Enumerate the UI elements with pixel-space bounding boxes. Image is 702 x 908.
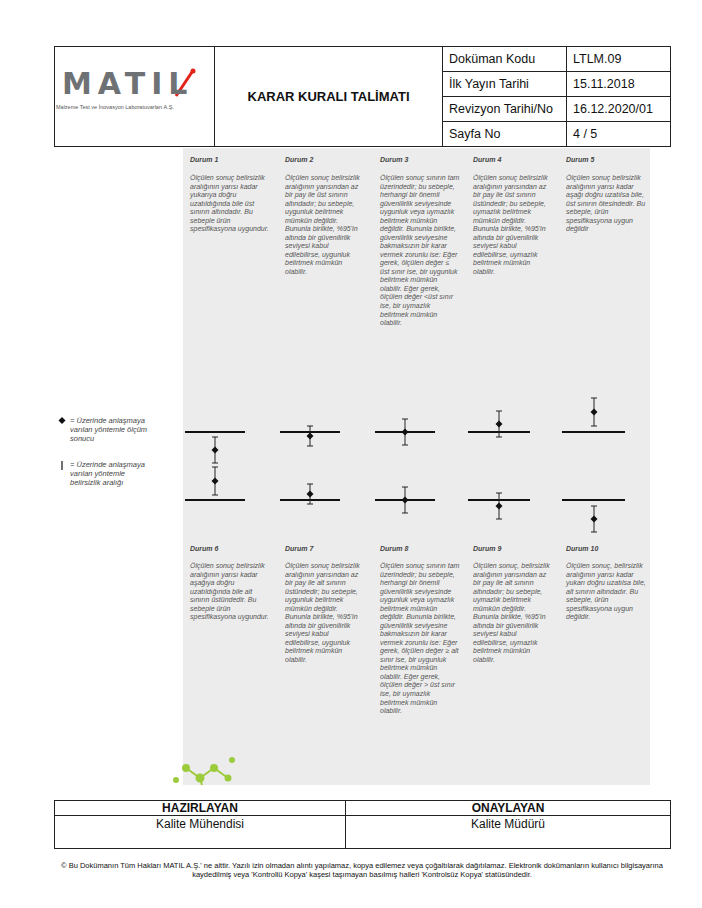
case-heading: Durum 2 [285, 156, 365, 163]
table-cell: LTLM.09 [567, 47, 670, 71]
table-cell: 4 / 5 [567, 122, 670, 146]
logo-text: MATIL [62, 66, 192, 100]
case-heading: Durum 10 [566, 545, 646, 552]
case-heading: Durum 1 [190, 156, 270, 163]
case-text: Ölçülen sonuç sınırın tam üzerindedir; b… [380, 174, 460, 328]
case-text: Ölçülen sonuç sınırın tam üzerindedir; b… [380, 562, 460, 716]
table-cell: Doküman Kodu [443, 47, 566, 71]
case-heading: Durum 7 [285, 545, 365, 552]
error-bars [212, 398, 598, 532]
figure-background [183, 148, 650, 785]
table-cell: 15.11.2018 [567, 72, 670, 96]
case-text: Ölçülen sonuç belirsizlik aralığının yar… [566, 174, 646, 234]
case-text: Ölçülen sonuç, belirsizlik aralığının ya… [566, 562, 646, 622]
table-cell: Revizyon Tarihi/No [443, 97, 566, 121]
case-heading: Durum 6 [190, 545, 270, 552]
case-text: Ölçülen sonuç belirsizlik aralığının yar… [190, 562, 270, 622]
case-text: Ölçülen sonuç, belirsizlik aralığının ya… [473, 562, 553, 664]
company-name: Malzeme Test ve İnovasyon Laboratuvarlar… [56, 104, 212, 114]
case-text: Ölçülen sonuç belirsizlik aralığının yar… [190, 174, 270, 234]
case-heading: Durum 5 [566, 156, 646, 163]
legend-text: = Üzerinde anlaşmaya varılan yöntemle be… [70, 460, 152, 487]
header-table [55, 47, 671, 147]
copyright-note: © Bu Dokümanın Tüm Hakları MATIL A.Ş.' n… [54, 861, 670, 880]
table-cell: İlk Yayın Tarihi [443, 72, 566, 96]
legend-symbols [59, 417, 66, 470]
case-heading: Durum 9 [473, 545, 553, 552]
footer-heading: ONAYLAYAN [346, 801, 670, 815]
case-text: Ölçülen sonuç belirsizlik aralığının yar… [285, 562, 365, 664]
legend-text: = Üzerinde anlaşmaya varılan yöntemle öl… [70, 416, 152, 443]
footer-table [55, 801, 671, 849]
footer-heading: HAZIRLAYAN [55, 801, 345, 815]
document-title: KARAR KURALI TALİMATI [215, 47, 442, 146]
case-heading: Durum 8 [380, 545, 460, 552]
case-heading: Durum 4 [473, 156, 553, 163]
case-text: Ölçülen sonuç belirsizlik aralığının yar… [473, 174, 553, 276]
case-heading: Durum 3 [380, 156, 460, 163]
case-text: Ölçülen sonuç belirsizlik aralığının yar… [285, 174, 365, 276]
table-cell: 16.12.2020/01 [567, 97, 670, 121]
footer-cell: Kalite Müdürü [346, 816, 670, 848]
footer-cell: Kalite Mühendisi [55, 816, 345, 848]
molecule-decoration [174, 758, 234, 785]
table-cell: Sayfa No [443, 122, 566, 146]
